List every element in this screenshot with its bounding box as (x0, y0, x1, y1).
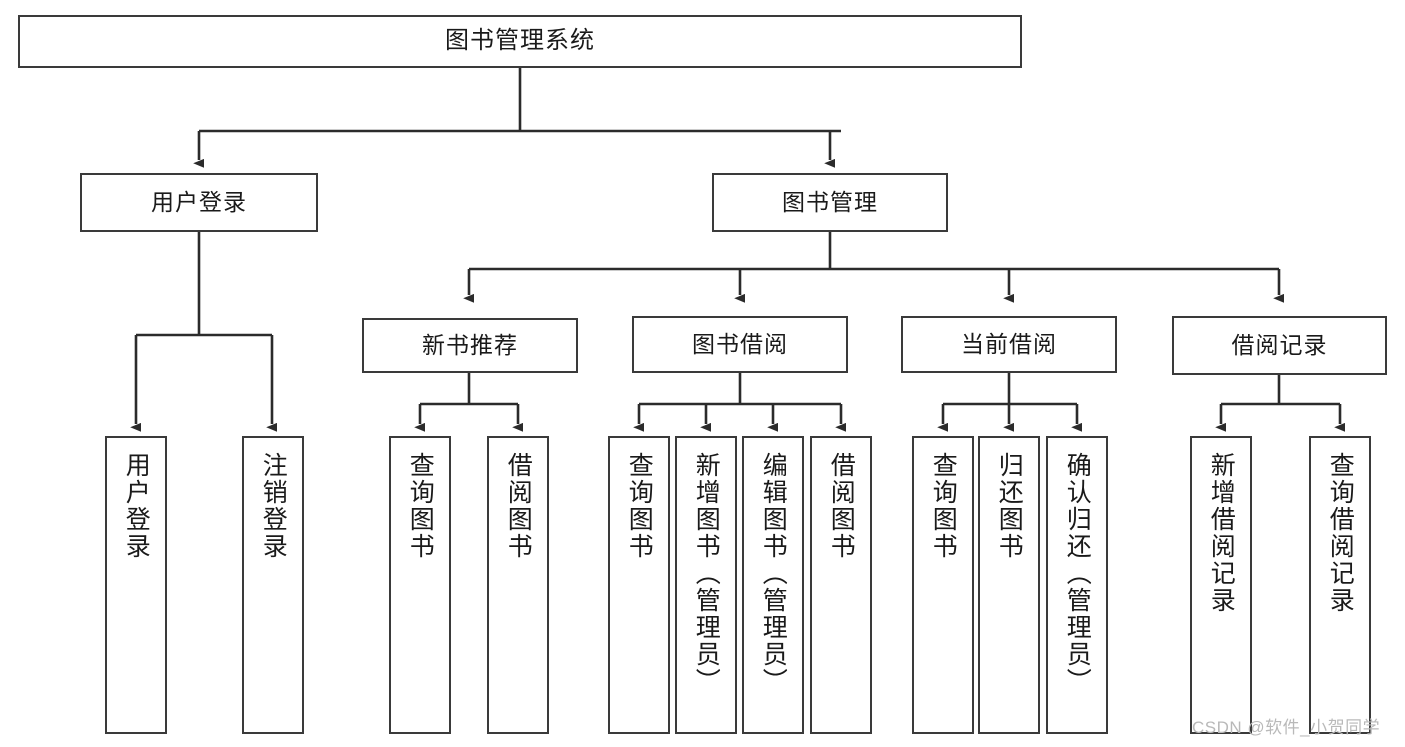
node-label: 用户登录 (151, 188, 247, 215)
leaf-query-book-recommend[interactable]: 查询图书 (389, 436, 451, 734)
leaf-query-book-current[interactable]: 查询图书 (912, 436, 974, 734)
leaf-edit-book-admin[interactable]: 编辑图书（管理员） (742, 436, 804, 734)
leaf-label: 新增借阅记录 (1207, 452, 1236, 614)
leaf-label: 借阅图书 (827, 452, 856, 560)
leaf-query-book-borrow[interactable]: 查询图书 (608, 436, 670, 734)
leaf-label: 借阅图书 (504, 452, 533, 560)
node-current-borrow[interactable]: 当前借阅 (901, 316, 1117, 373)
leaf-return-book[interactable]: 归还图书 (978, 436, 1040, 734)
leaf-borrow-book-recommend[interactable]: 借阅图书 (487, 436, 549, 734)
leaf-label: 查询借阅记录 (1326, 452, 1355, 614)
node-label: 图书管理 (782, 188, 878, 215)
node-book-management[interactable]: 图书管理 (712, 173, 948, 232)
leaf-label: 查询图书 (929, 452, 958, 560)
node-label: 新书推荐 (422, 331, 518, 358)
node-root[interactable]: 图书管理系统 (18, 15, 1022, 68)
node-new-book-recommend[interactable]: 新书推荐 (362, 318, 578, 373)
leaf-logout[interactable]: 注销登录 (242, 436, 304, 734)
leaf-label: 注销登录 (259, 452, 288, 560)
leaf-add-borrow-record[interactable]: 新增借阅记录 (1190, 436, 1252, 734)
leaf-add-book-admin[interactable]: 新增图书（管理员） (675, 436, 737, 734)
node-user-login[interactable]: 用户登录 (80, 173, 318, 232)
leaf-label: 编辑图书（管理员） (759, 452, 788, 695)
leaf-borrow-book[interactable]: 借阅图书 (810, 436, 872, 734)
watermark: CSDN @软件_小贺同学 (1192, 718, 1381, 737)
node-label: 当前借阅 (961, 330, 1057, 357)
node-label: 借阅记录 (1231, 331, 1328, 358)
node-book-borrow[interactable]: 图书借阅 (632, 316, 848, 373)
node-label: 图书管理系统 (445, 27, 595, 55)
leaf-label: 确认归还（管理员） (1063, 452, 1092, 695)
node-borrow-record[interactable]: 借阅记录 (1172, 316, 1387, 375)
leaf-confirm-return-admin[interactable]: 确认归还（管理员） (1046, 436, 1108, 734)
node-label: 图书借阅 (692, 330, 788, 357)
leaf-query-borrow-record[interactable]: 查询借阅记录 (1309, 436, 1371, 734)
leaf-label: 归还图书 (995, 452, 1024, 560)
leaf-label: 查询图书 (625, 452, 654, 560)
leaf-label: 用户登录 (122, 452, 151, 560)
leaf-label: 新增图书（管理员） (692, 452, 721, 695)
leaf-label: 查询图书 (406, 452, 435, 560)
leaf-user-login[interactable]: 用户登录 (105, 436, 167, 734)
